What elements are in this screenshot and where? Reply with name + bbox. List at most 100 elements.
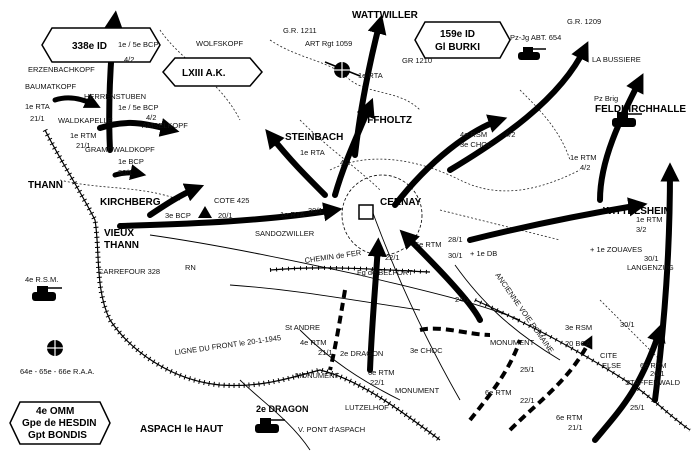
- unit-4ertm: 4e RTM: [300, 338, 327, 347]
- place-kirchberg: KIRCHBERG: [100, 197, 161, 208]
- unit-1ertm-b-date: 4/2: [580, 163, 590, 172]
- unit-20bca: 20 BCA: [565, 339, 591, 348]
- place-sandozwiller: SANDOZWILLER: [255, 229, 315, 238]
- unit-1e5ebcp-b: 1e / 5e BCP: [118, 103, 158, 112]
- unit-4ersm-date: 4/2: [505, 130, 515, 139]
- place-thann: THANN: [28, 180, 63, 191]
- place-amselkopf: AMSELKOPF: [142, 121, 188, 130]
- place-monument: MONUMENT: [295, 371, 340, 380]
- unit-1erta-b-date: 30/1: [308, 206, 323, 215]
- hill-icon-cote425: [198, 206, 212, 218]
- place-cite: CITE: [600, 351, 617, 360]
- place-gramdwaldkopf: GRAMDWALDKOPF: [85, 145, 155, 154]
- place-gr1211: G.R. 1211: [283, 26, 317, 35]
- unit-3ersm-date: 30/1: [620, 320, 635, 329]
- place-erzenbachkopf: ERZENBACHKOPF: [28, 65, 95, 74]
- unit-3ebcp-date: 20/1: [218, 211, 233, 220]
- date-24-1: 24/1: [455, 295, 470, 304]
- box-4e-omm: 4e OMM Gpe de HESDIN Gpt BONDIS: [9, 401, 111, 445]
- tank-icon-dragon: [255, 418, 285, 433]
- unit-1erta-c: 1e RTA: [300, 148, 325, 157]
- unit-1e5ebcp-a-date: 4/2: [124, 55, 134, 64]
- unit-1ertm-b: 1e RTM: [570, 153, 597, 162]
- place-waldkapelle: WALDKAPELLE: [58, 116, 113, 125]
- place-chemin: CHEMIN de FER: [304, 248, 362, 265]
- unit-4ersm-b: 4e R.S.M.: [25, 275, 58, 284]
- unit-1ebcp-date: 30/1: [118, 168, 133, 177]
- attack-arrows: [52, 10, 680, 443]
- unit-1ertm-a: 1e RTM: [70, 131, 97, 140]
- box-159-line2: Gl BURKI: [435, 42, 480, 53]
- place-else: ELSE: [602, 361, 621, 370]
- front-line-label: LIGNE DU FRONT le 20-1-1945: [174, 333, 282, 357]
- unit-raa: 64e - 65e - 66e R.A.A.: [20, 367, 95, 376]
- place-aspach: ASPACH le HAUT: [140, 424, 223, 435]
- place-herrenstuben: HERRENSTUBEN: [84, 92, 146, 101]
- unit-4ertm-date: 21/1: [318, 348, 333, 357]
- box-omm-line2: Gpe de HESDIN: [22, 418, 96, 429]
- box-338-id: 338e ID: [41, 27, 161, 63]
- place-art1059: ART Rgt 1059: [305, 39, 352, 48]
- unit-1erta-b: 1e RTA: [280, 210, 305, 219]
- cernay-square: [358, 204, 374, 220]
- place-steinbach: STEINBACH: [285, 132, 343, 143]
- place-cernay: CERNAY: [380, 197, 422, 208]
- box-omm-line3: Gpt BONDIS: [28, 430, 87, 441]
- front-line-ticks: [42, 128, 442, 443]
- box-338-id-text: 338e ID: [72, 41, 107, 52]
- place-pontaspach: V. PONT d'ASPACH: [298, 425, 365, 434]
- box-omm-line1: 4e OMM: [36, 406, 74, 417]
- place-wittelsheim: WITTELSHEIM: [603, 206, 672, 217]
- unit-1ertm-a-date: 21/1: [76, 141, 91, 150]
- date-22-1-b: 22/1: [520, 396, 535, 405]
- unit-3echoc-b: 3e CHOC: [410, 346, 443, 355]
- tank-icon-pzjg: [518, 47, 546, 60]
- unit-2edragon-a: 2e DRAGON: [340, 349, 383, 358]
- place-gr1210: GR 1210: [402, 56, 432, 65]
- date-25-1-b: 25/1: [630, 403, 645, 412]
- railway: [269, 265, 692, 432]
- box-lxiii-text: LXIII A.K.: [182, 68, 226, 79]
- box-159-line1: 159e ID: [440, 29, 475, 40]
- unit-6ertm-a: 6e RTM: [415, 240, 442, 249]
- unit-3ebcp: 3e BCP: [165, 211, 191, 220]
- date-22-1: 22/1: [385, 253, 400, 262]
- date-25-1-a: 25/1: [520, 365, 535, 374]
- roads: [149, 204, 561, 451]
- unit-1ezouaves: + 1e ZOUAVES: [590, 245, 642, 254]
- place-luttenhof: LUTZELHOF: [345, 403, 389, 412]
- unit-1erta-a: 1e RTA: [25, 102, 50, 111]
- place-langenzug: LANGENZUG: [627, 263, 674, 272]
- unit-1ebcp: 1e BCP: [118, 157, 144, 166]
- place-fdb: Fg de BELFORT: [357, 268, 413, 277]
- place-wolfskopf: WOLFSKOPF: [196, 39, 244, 48]
- place-pzjg: Pz-Jg ABT. 654: [510, 33, 561, 42]
- unit-6ertm-b-date: 22/1: [370, 378, 385, 387]
- front-line: [44, 129, 441, 441]
- unit-3ersm: 3e RSM: [565, 323, 592, 332]
- unit-6ertm-d: 6e RTM: [640, 361, 667, 370]
- place-vieux-thann: THANN: [104, 240, 139, 251]
- place-carrefour: CARREFOUR 328: [98, 267, 160, 276]
- place-wattwiller: WATTWILLER: [352, 10, 419, 21]
- place-bussiere: LA BUSSIERE: [592, 55, 641, 64]
- place-feldkirch: FELDKIRCHHALLE: [595, 104, 686, 115]
- unit-1e5ebcp-b-date: 4/2: [146, 113, 156, 122]
- place-cote425: COTE 425: [214, 196, 249, 205]
- unit-2edragon-b: 2e DRAGON: [256, 404, 309, 414]
- unit-6ertm-a-date: 28/1: [448, 235, 463, 244]
- unit-1ezouaves-date: 30/1: [644, 254, 659, 263]
- unit-1erta-d: 1e RTA: [358, 71, 383, 80]
- unit-6ertm-c: 6e RTM: [485, 388, 512, 397]
- place-monument3: MONUMENT: [490, 338, 535, 347]
- dashed-attack-arrows: [328, 289, 593, 432]
- artillery-icon-raa: [47, 340, 63, 356]
- cernay-ring: [341, 174, 423, 256]
- box-lxiii: LXIII A.K.: [162, 57, 263, 87]
- place-uffholtz: UFFHOLTZ: [360, 115, 412, 126]
- unit-1edb-date: 30/1: [448, 251, 463, 260]
- unit-3echoc: 3e CHOC: [460, 140, 493, 149]
- unit-6ertm-e-date: 21/1: [568, 423, 583, 432]
- unit-1ertm-c-date: 3/2: [636, 225, 646, 234]
